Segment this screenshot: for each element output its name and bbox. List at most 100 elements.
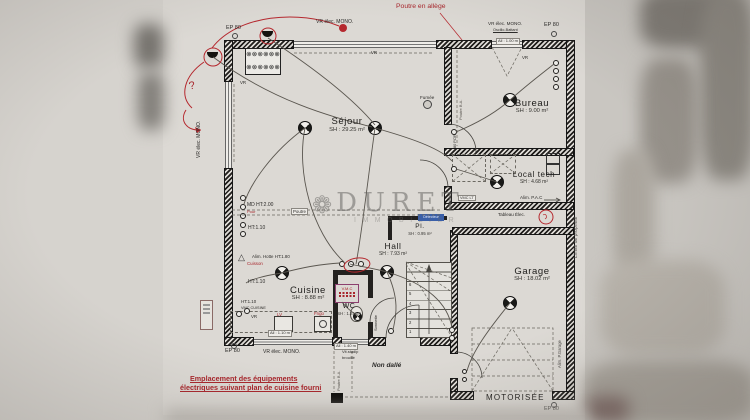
wall-bureau bbox=[444, 148, 574, 156]
wall-light-icon bbox=[262, 31, 273, 37]
window bbox=[254, 339, 332, 345]
room-area-placard: SH : 0.95 m² bbox=[408, 231, 432, 236]
switch-symbol bbox=[462, 369, 467, 374]
vr-mono-label: VR élec. MONO. bbox=[196, 120, 202, 158]
vitrage-label: Vit.stadip bbox=[342, 349, 359, 354]
ht-label: HT:1.10 bbox=[248, 279, 266, 285]
stair-number: 3 bbox=[409, 310, 412, 315]
ep80-label: EP 80 bbox=[226, 25, 241, 31]
vr-label: VR bbox=[522, 55, 529, 60]
blurred-background bbox=[585, 0, 750, 420]
photo-blur bbox=[165, 410, 585, 420]
detector-badge: Détecteur bbox=[418, 214, 444, 221]
alim-pgarage-label: Alim. P.Garage bbox=[557, 340, 562, 368]
vr-mono-label: VR élec. MONO. bbox=[316, 19, 354, 25]
switch-symbol bbox=[240, 222, 246, 228]
switch-symbol bbox=[240, 231, 246, 237]
vmc-lt-label: VMC LT bbox=[458, 195, 476, 202]
room-area-bureau: SH : 9.00 m² bbox=[515, 108, 549, 114]
vr-label: VR bbox=[251, 314, 258, 319]
poutre-label: Poutre bbox=[291, 208, 308, 216]
room-name-localtech: Local tech bbox=[512, 170, 556, 179]
room-area-sejour: SH : 29.25 m² bbox=[329, 127, 365, 133]
stair-number: 5 bbox=[409, 291, 412, 296]
switch-symbol bbox=[236, 311, 242, 317]
poutre-allege-note: Poutre en allège bbox=[396, 3, 446, 10]
window bbox=[294, 41, 436, 48]
lv-label: LV bbox=[277, 312, 283, 317]
room-name-hall: Hall bbox=[384, 241, 402, 251]
room-area-hall: SH : 7.93 m² bbox=[378, 251, 408, 257]
hood-triangle bbox=[239, 252, 249, 261]
ep80-label: EP 80 bbox=[225, 348, 240, 354]
room-name-sejour: Séjour bbox=[331, 116, 363, 127]
drainpipe-mark bbox=[231, 343, 237, 349]
limite-label: Limite de propriété bbox=[573, 216, 579, 258]
porte-label: 80 P.DR bbox=[453, 134, 457, 148]
detector-label: Détecteur bbox=[423, 215, 439, 219]
pour-note: Pour bbox=[247, 209, 256, 214]
switch-symbol bbox=[240, 213, 246, 219]
switch-symbol bbox=[240, 195, 246, 201]
wall-wc bbox=[333, 270, 338, 338]
room-area-cuisine: SH : 8.88 m² bbox=[291, 295, 325, 301]
alim-pac-label: Alim. P.A.C bbox=[520, 195, 543, 200]
photo-blur bbox=[134, 24, 164, 68]
storage-box bbox=[490, 154, 516, 174]
switch-symbol bbox=[553, 68, 559, 74]
motorisee-label: MOTORISÉE bbox=[486, 393, 545, 402]
watermark-subtext: IMMOBILIER bbox=[354, 217, 461, 224]
drainpipe-mark bbox=[551, 402, 557, 408]
switch-symbol bbox=[553, 60, 559, 66]
equipment-box bbox=[546, 164, 560, 175]
wall-garage bbox=[450, 391, 474, 400]
utility-tag bbox=[200, 300, 213, 330]
wall bbox=[368, 337, 386, 346]
wall-placard bbox=[388, 216, 447, 220]
vr-label: VR bbox=[240, 80, 247, 85]
drainpipe-mark bbox=[232, 33, 238, 39]
drainpipe-mark bbox=[551, 31, 557, 37]
vmc-box: V.M.C bbox=[335, 284, 359, 303]
red-pen-blob bbox=[339, 24, 347, 32]
switch-symbol bbox=[462, 377, 467, 382]
room-area-garage: SH : 18.02 m² bbox=[514, 276, 550, 282]
switch-symbol bbox=[244, 308, 250, 314]
room-area-wc: SH : 1.24 m² bbox=[337, 311, 361, 316]
room-area-localtech: SH : 4.68 m² bbox=[519, 179, 549, 185]
stair-number: 2 bbox=[409, 320, 412, 325]
watermark: ❁DURET IMMOBILIER bbox=[312, 188, 465, 224]
non-dalle-label: Non dallé bbox=[372, 362, 402, 369]
electrical-note-line2: électriques suivant plan de cuisine four… bbox=[180, 383, 322, 392]
equipment-box bbox=[546, 153, 560, 164]
window bbox=[225, 82, 232, 168]
allege-label: All : 1.40 m bbox=[334, 343, 359, 350]
wall-garage bbox=[552, 391, 575, 400]
room-name-garage: Garage bbox=[514, 266, 550, 277]
fumee-label: Fumée bbox=[420, 95, 435, 100]
wall-wc bbox=[368, 270, 373, 298]
ep80-label: EP 80 bbox=[544, 406, 559, 412]
ep80-label: EP 80 bbox=[544, 22, 559, 28]
room-name-cuisine: Cuisine bbox=[290, 285, 326, 296]
cuisson-note: Cuisson bbox=[247, 261, 263, 266]
alim-hotte-label: Alim. Hotte HT:1.80 bbox=[252, 254, 290, 259]
concrete-post bbox=[331, 393, 343, 403]
poutre-ba-label: Poutre B.A. bbox=[336, 370, 341, 391]
switch-symbol bbox=[553, 76, 559, 82]
vr-mono-label: VR élec. MONO. bbox=[263, 349, 301, 355]
md-ht-label: MD HT:2.00 bbox=[247, 202, 274, 208]
photo-blur bbox=[138, 72, 164, 130]
stair-number: 1 bbox=[409, 329, 412, 334]
frigo-label: Frigo bbox=[314, 311, 325, 316]
ht-label: HT:1.10 bbox=[248, 225, 266, 231]
wall-partition bbox=[444, 47, 452, 125]
watermark-text: DURET bbox=[336, 188, 465, 218]
smoke-detector-icon bbox=[423, 100, 432, 109]
vr-mono-label: VR élec. MONO. bbox=[488, 21, 523, 26]
wall bbox=[224, 337, 254, 346]
spotlight-grid: ⊗⊗⊗⊗⊗⊗ ⊗⊗⊗⊗⊗⊗ bbox=[245, 48, 281, 75]
ht-label: HT:1.10 bbox=[241, 299, 257, 304]
